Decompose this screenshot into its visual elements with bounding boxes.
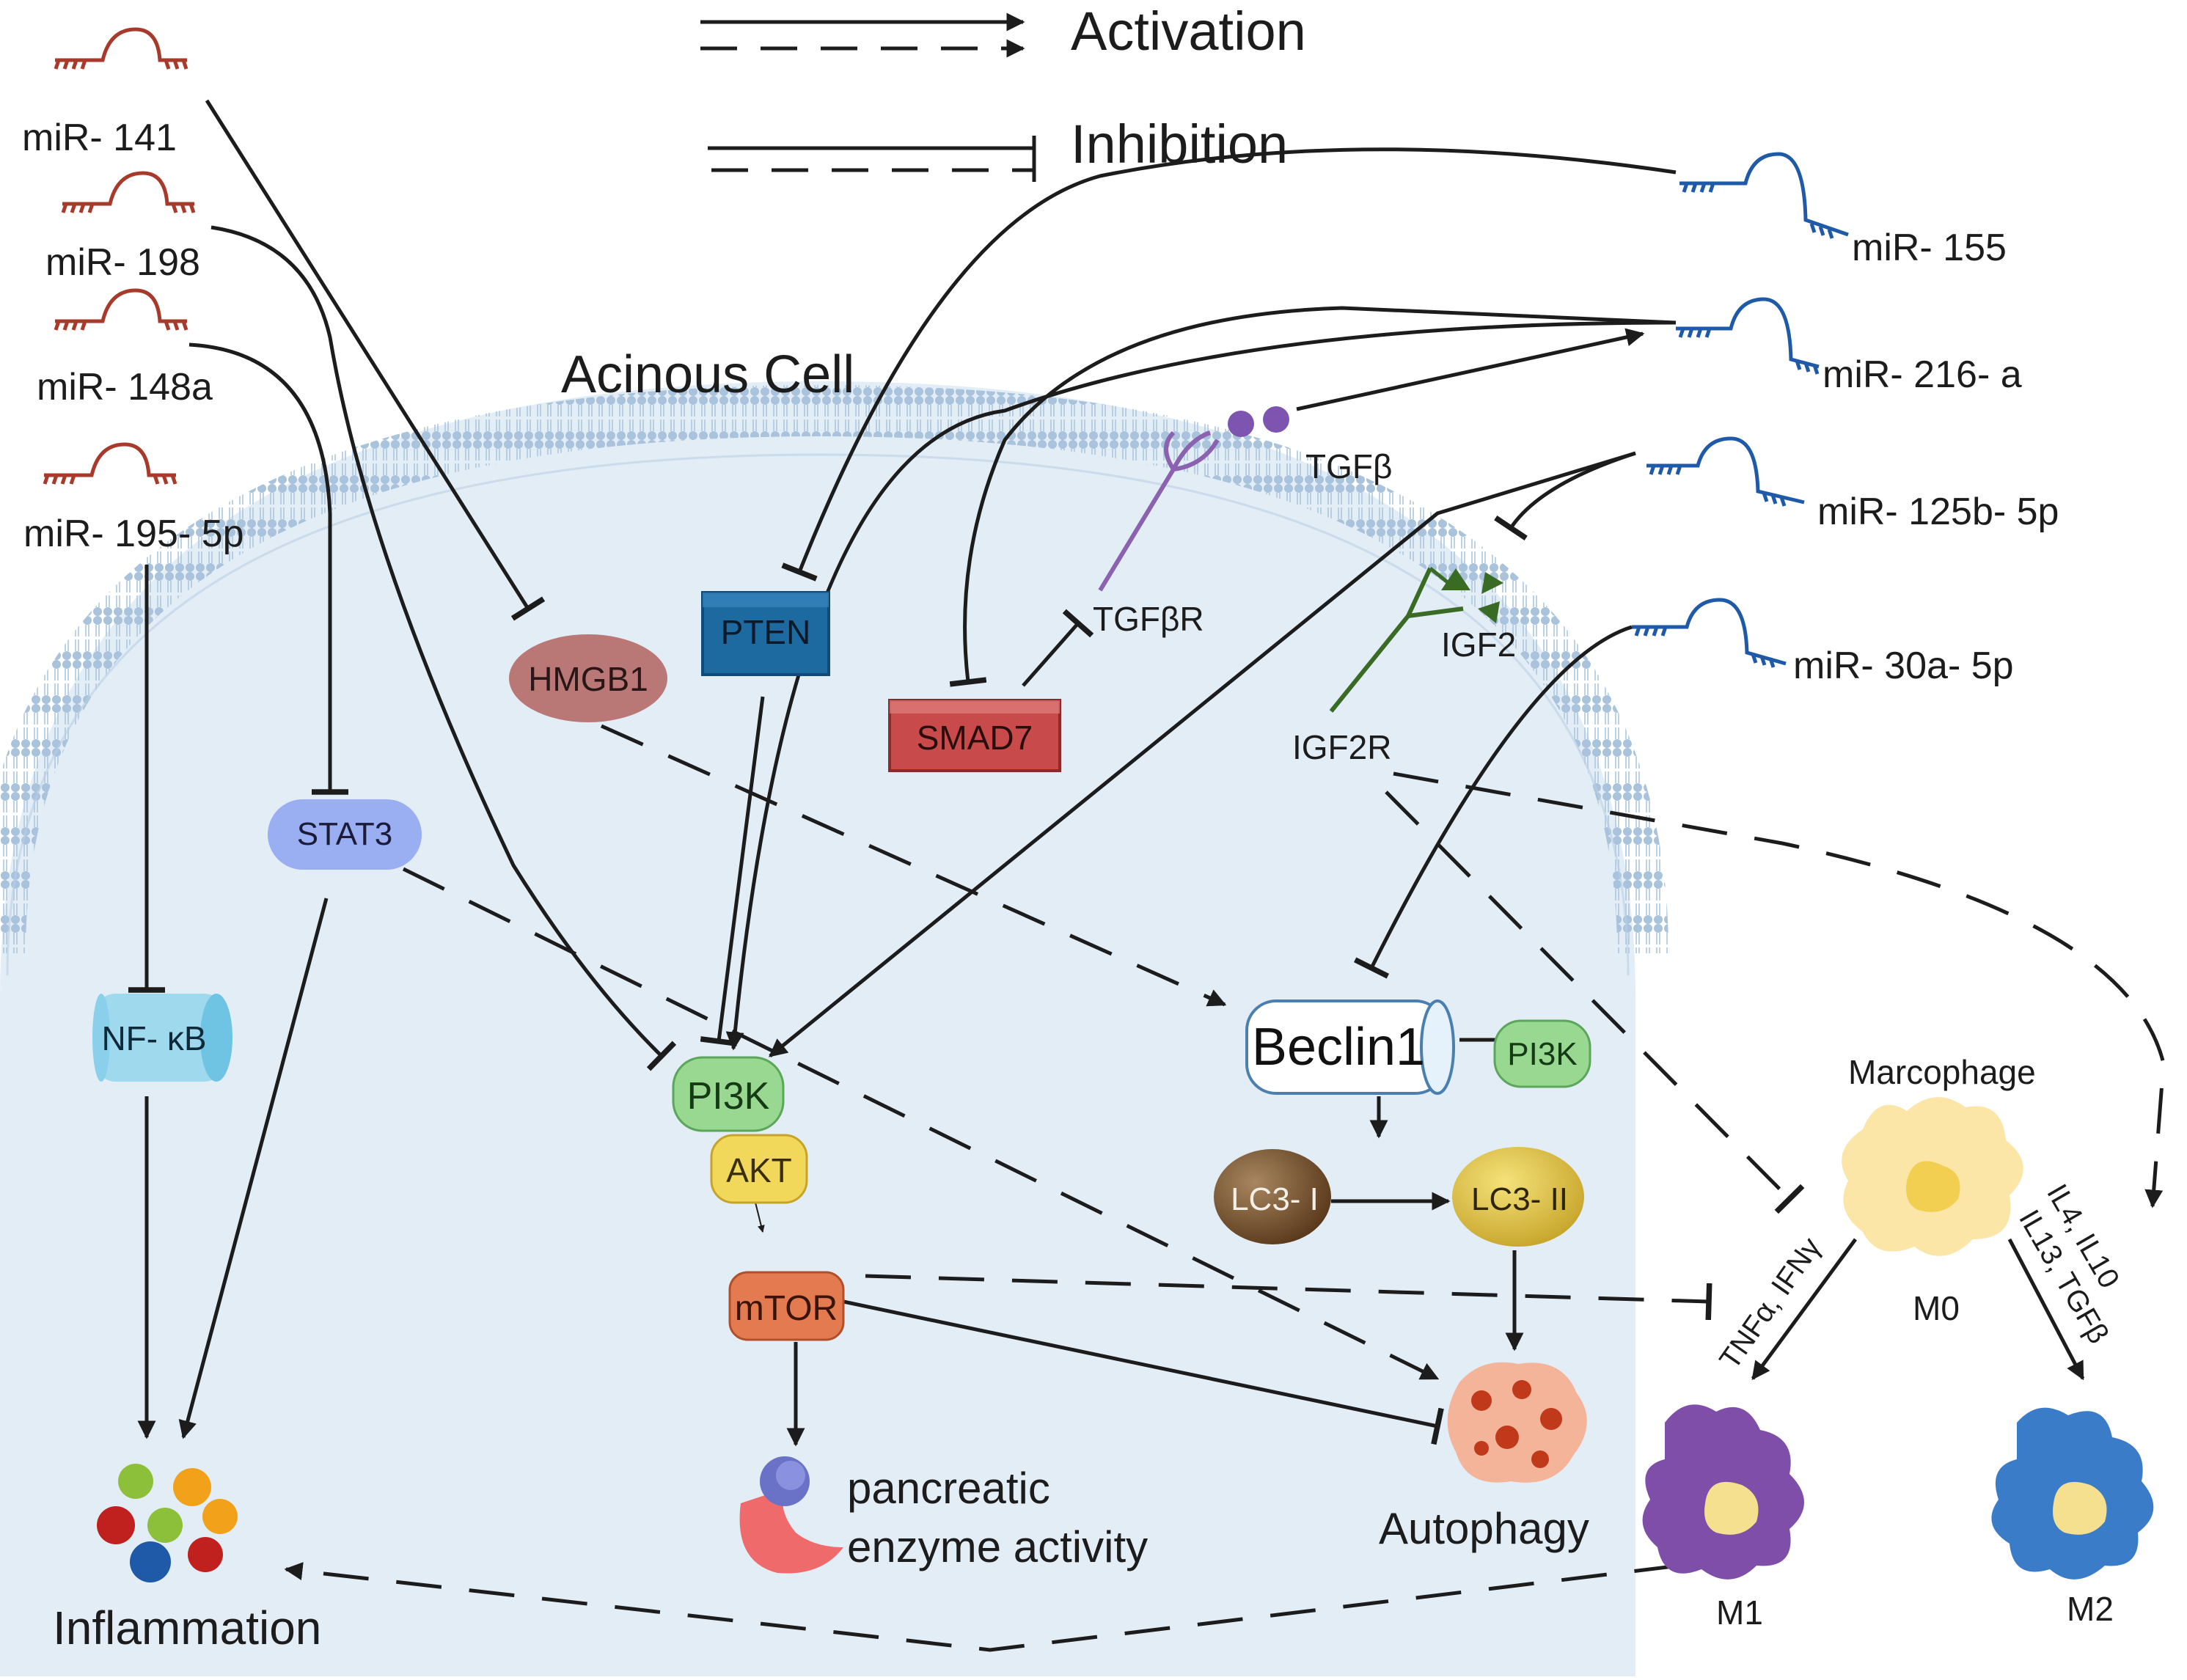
pancreatic-label-line1: pancreatic	[847, 1464, 1050, 1513]
igf2-ligand-icon	[1478, 601, 1500, 623]
inflammation-icon	[97, 1464, 238, 1582]
igf2-ligand-icon	[1441, 568, 1470, 590]
mtor-node: mTOR	[728, 1271, 845, 1341]
inflammation-label: Inflammation	[53, 1602, 321, 1654]
mirna-icon	[1679, 152, 1849, 239]
mirna-icon	[1646, 436, 1805, 507]
akt-node: AKT	[710, 1134, 808, 1204]
mirna-icon	[54, 27, 188, 70]
pten-label: PTEN	[721, 613, 811, 651]
mir30a-label: miR- 30a- 5p	[1793, 645, 2014, 687]
macrophage-m2-icon	[1991, 1407, 2154, 1580]
nfkb-label: NF- κB	[101, 1019, 206, 1057]
mir195-label: miR- 195- 5p	[23, 513, 244, 555]
lc3ii-node: LC3- II	[1452, 1147, 1584, 1247]
mir155-label: miR- 155	[1852, 227, 2007, 269]
pathway-dashed-edges	[284, 724, 2166, 1652]
stat3-label: STAT3	[297, 816, 392, 852]
tgfb-label: TGFβ	[1305, 447, 1392, 485]
m2-label: M2	[2067, 1590, 2114, 1628]
macrophage-m0-icon	[1842, 1097, 2023, 1256]
m1-label: M1	[1716, 1593, 1763, 1632]
macrophage-title: Marcophage	[1848, 1053, 2036, 1091]
lc3ii-label: LC3- II	[1471, 1181, 1568, 1217]
macrophage-m1-icon	[1642, 1404, 1804, 1580]
legend-inhibition-label: Inhibition	[1071, 114, 1288, 175]
hmgb1-label: HMGB1	[528, 660, 648, 698]
tgfb-receptor	[1098, 406, 1289, 592]
igf2-label: IGF2	[1441, 626, 1516, 664]
beclin1-node: Beclin1	[1245, 999, 1455, 1095]
mir141-label: miR- 141	[22, 117, 177, 159]
pten-node: PTEN	[701, 591, 830, 676]
tgfb-ligand-icon	[1228, 411, 1254, 437]
legend-activation-label: Activation	[1071, 1, 1306, 62]
beclin1-label: Beclin1	[1252, 1018, 1425, 1076]
mir125b-label: miR- 125b- 5p	[1817, 491, 2059, 533]
igf2-receptor	[1329, 567, 1503, 713]
pi3k-label: PI3K	[687, 1075, 770, 1118]
igf2-ligand-icon	[1481, 572, 1503, 594]
pancreatic-label-line2: enzyme activity	[847, 1522, 1148, 1571]
mir148a-label: miR- 148a	[37, 366, 213, 408]
pathway-edges	[128, 99, 2085, 1447]
hmgb1-node: HMGB1	[509, 634, 667, 722]
mirna-icon	[1676, 297, 1820, 375]
lc3i-label: LC3- I	[1231, 1181, 1319, 1217]
lc3i-node: LC3- I	[1214, 1149, 1331, 1244]
mir216a-label: miR- 216- a	[1822, 353, 2022, 396]
stat3-node: STAT3	[268, 799, 422, 870]
pancreas-icon	[739, 1456, 843, 1574]
akt-label: AKT	[726, 1151, 791, 1189]
tgfbr-label: TGFβR	[1093, 600, 1204, 638]
nfkb-node: NF- κB	[92, 994, 232, 1082]
autophagy-icon	[1447, 1362, 1587, 1483]
m0-label: M0	[1913, 1289, 1960, 1327]
autophagy-label: Autophagy	[1379, 1504, 1589, 1553]
mtor-label: mTOR	[735, 1289, 838, 1328]
pi3k-small-label: PI3K	[1507, 1036, 1577, 1072]
mirna-icon	[54, 288, 188, 331]
acinous-cell	[0, 381, 1668, 1676]
mir198-label: miR- 198	[45, 241, 200, 284]
legend: Activation Inhibition	[700, 1, 1306, 182]
smad7-node: SMAD7	[888, 699, 1061, 772]
pi3k-node: PI3K	[672, 1056, 785, 1132]
tgfb-ligand-icon	[1263, 406, 1289, 433]
smad7-label: SMAD7	[917, 719, 1033, 757]
cell-title: Acinous Cell	[561, 345, 854, 404]
mirna-icon	[1632, 598, 1787, 668]
pi3k-small-node: PI3K	[1493, 1019, 1591, 1088]
mirna-icon	[61, 171, 196, 213]
mirna-icon	[43, 442, 177, 485]
igf2r-label: IGF2R	[1292, 728, 1391, 766]
